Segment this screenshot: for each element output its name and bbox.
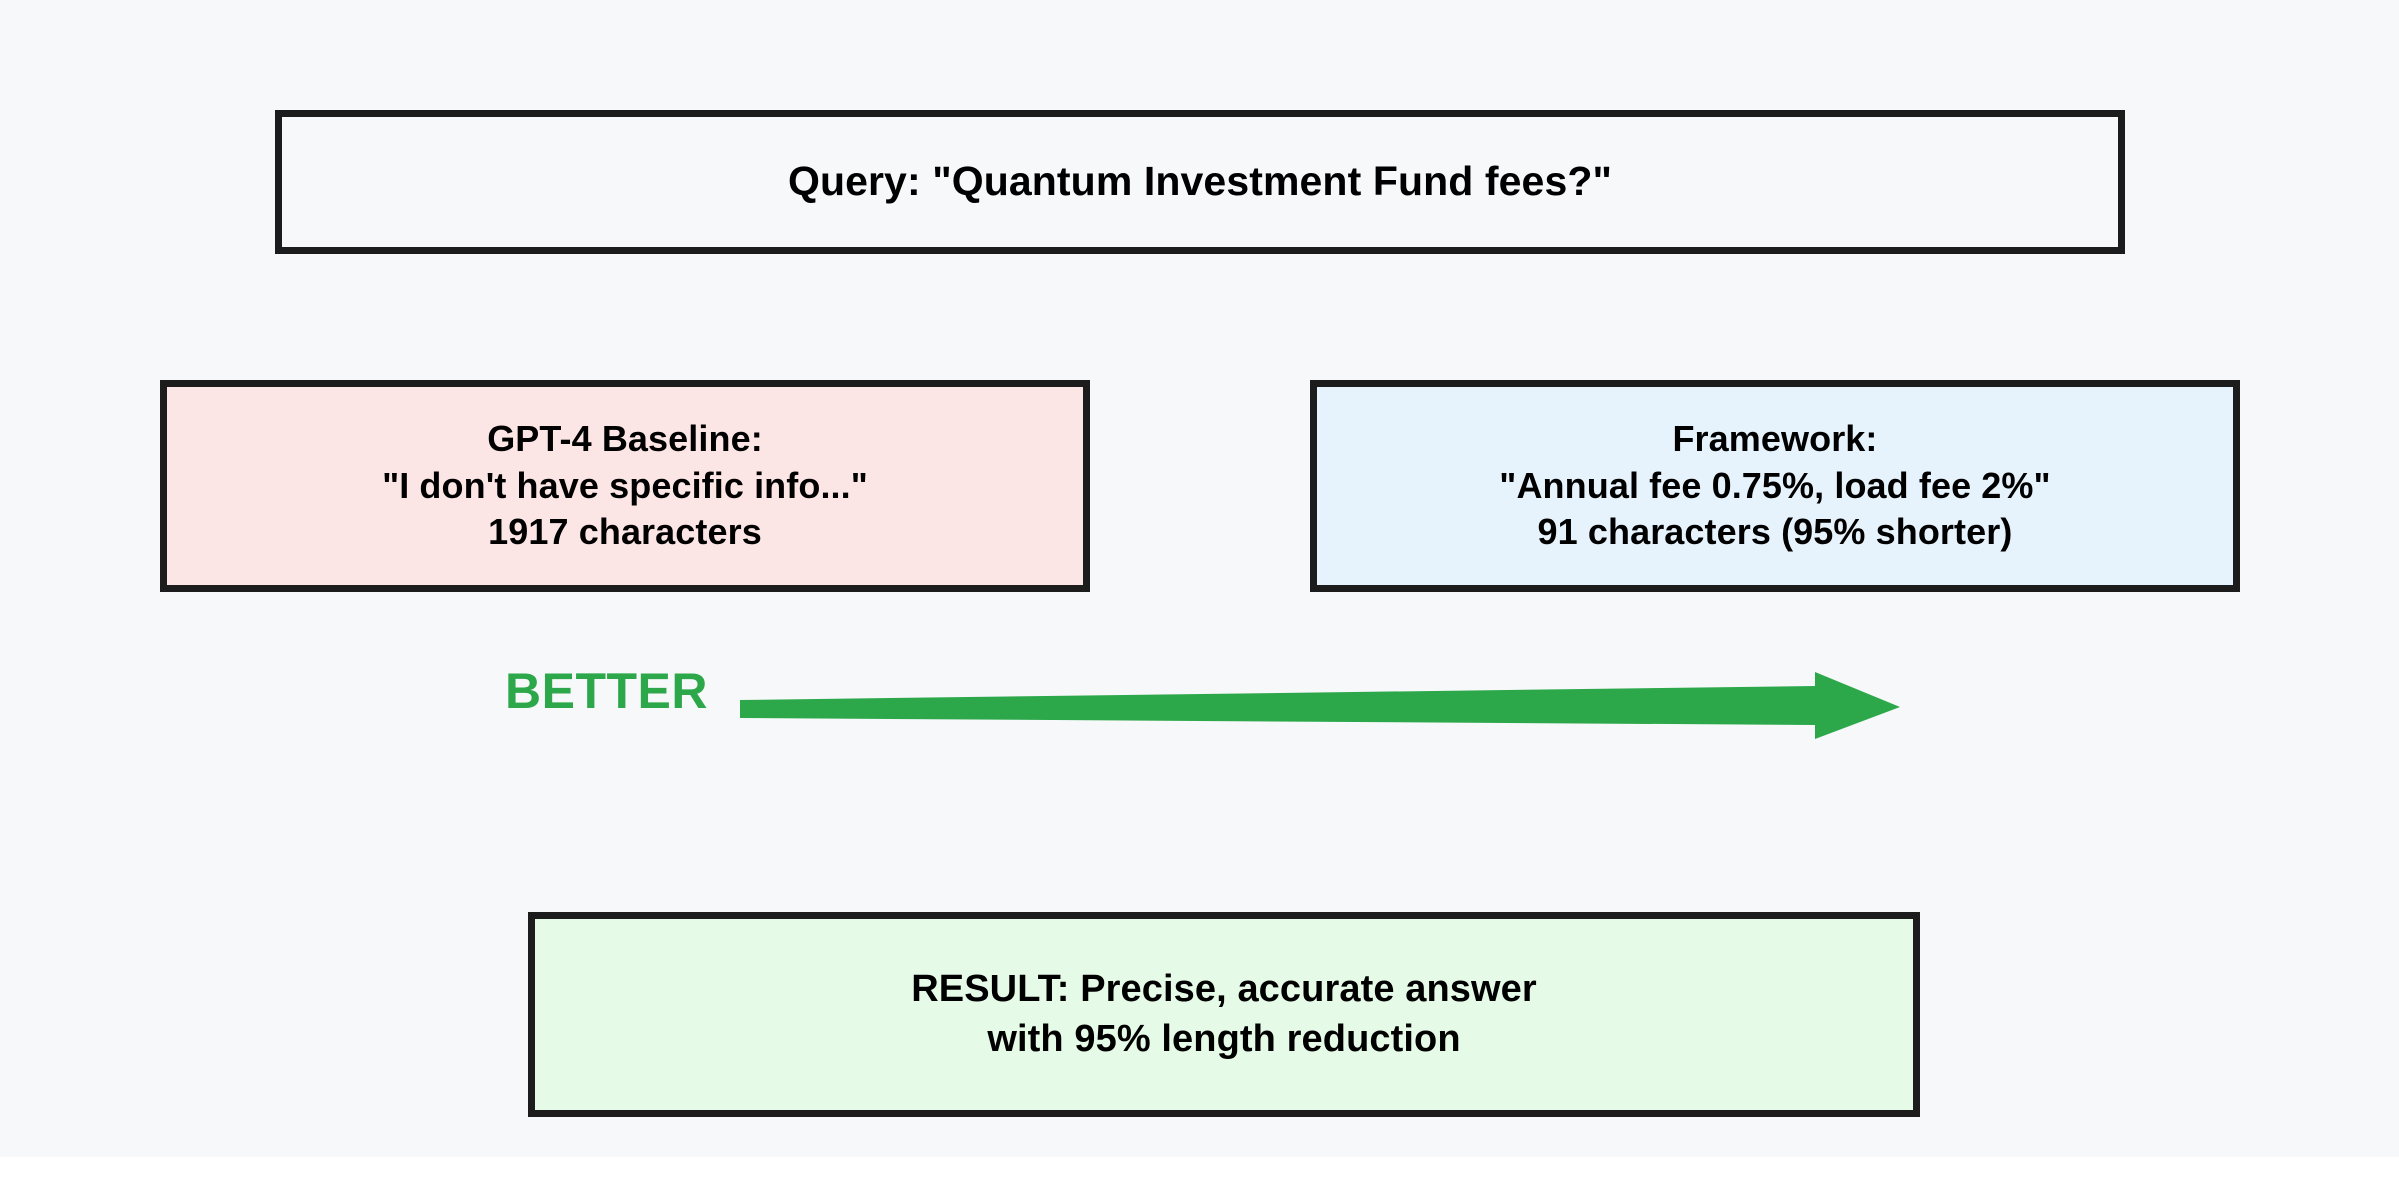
framework-node-label: Framework: "Annual fee 0.75%, load fee 2… [1499, 417, 2051, 553]
query-node: Query: "Quantum Investment Fund fees?" [275, 110, 2125, 254]
diagram-canvas: Query: "Quantum Investment Fund fees?" G… [160, 110, 2240, 1117]
query-node-label: Query: "Quantum Investment Fund fees?" [787, 158, 1613, 205]
better-edge-label: BETTER [505, 663, 708, 719]
better-arrow-icon [740, 672, 1900, 739]
baseline-node: GPT-4 Baseline: "I don't have specific i… [160, 380, 1090, 592]
result-node: RESULT: Precise, accurate answer with 95… [528, 912, 1920, 1117]
result-node-label: RESULT: Precise, accurate answer with 95… [911, 968, 1537, 1060]
baseline-node-label: GPT-4 Baseline: "I don't have specific i… [382, 417, 868, 553]
framework-node: Framework: "Annual fee 0.75%, load fee 2… [1310, 380, 2240, 592]
